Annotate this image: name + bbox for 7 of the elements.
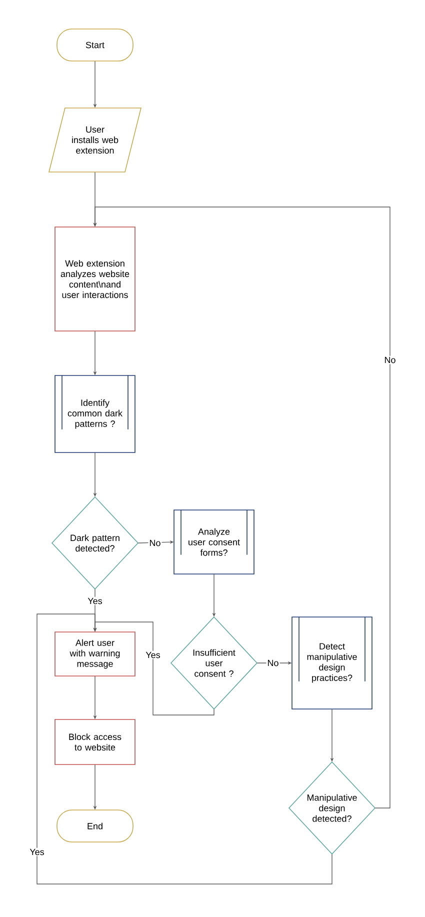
arrow [36, 614, 332, 884]
process-box: Web extension analyzes website content\nand user interactions [54, 226, 136, 332]
subprocess-box: Analyze user consent forms? [174, 510, 254, 574]
subprocess-box: Detect manipulative design practices? [292, 616, 372, 710]
subprocess-box: Identify common dark patterns ? [54, 375, 136, 453]
process-box: Alert user with warning message [54, 632, 136, 676]
process-box: Block access to website [54, 719, 136, 765]
